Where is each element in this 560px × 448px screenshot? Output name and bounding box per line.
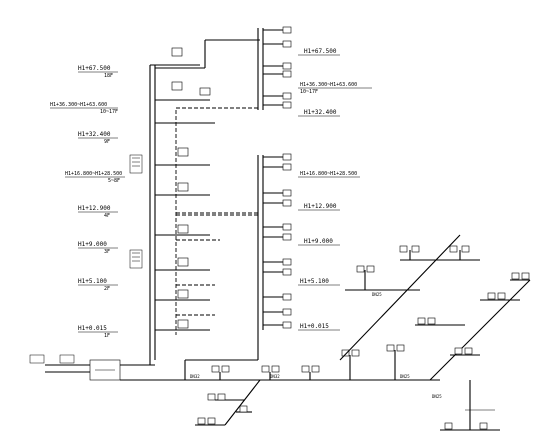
pipe-size-label: DN32 — [190, 374, 200, 379]
diagonal-main-2 — [429, 279, 531, 381]
floor-label: 10~17F — [100, 109, 118, 115]
pipe-size-label: DN25 — [372, 292, 382, 297]
level-label: H1+5.100 — [78, 278, 107, 285]
upper-outlets — [263, 26, 292, 109]
level-label: H1+16.800~H1+28.500 — [65, 171, 122, 177]
level-label-right: H1+67.500 — [304, 48, 337, 55]
inlet-tag — [29, 354, 45, 364]
equipment-box — [177, 182, 189, 192]
left-legend-hatches — [129, 154, 143, 269]
bottom-main: DN32 DN32 DN25 — [29, 330, 440, 426]
floor-label: 9F — [104, 139, 110, 145]
floor-label: 1F — [104, 333, 110, 339]
diagonal-main — [339, 234, 461, 361]
level-label: H1+9.000 — [78, 241, 107, 248]
level-label: H1+67.500 — [78, 65, 111, 72]
pipe-size-label: DN25 — [400, 374, 410, 379]
equipment-box — [177, 257, 189, 267]
equipment-box — [171, 47, 183, 57]
level-label-right: H1+0.015 — [300, 323, 329, 330]
bottom-units — [211, 344, 405, 380]
equipment-box — [177, 224, 189, 234]
level-label-right: H1+36.300~H1+63.600 — [300, 82, 357, 88]
diagonal-branch-low — [195, 379, 261, 426]
level-label: H1+32.400 — [78, 131, 111, 138]
pipe-size-label: DN25 — [432, 394, 442, 399]
equipment-box — [171, 81, 183, 91]
level-label-right: H1+5.100 — [300, 278, 329, 285]
equipment-box — [199, 87, 211, 96]
left-riser-group — [129, 39, 260, 360]
level-label: H1+12.900 — [78, 205, 111, 212]
level-label-right: H1+32.400 — [304, 109, 337, 116]
floor-label: 2F — [104, 286, 110, 292]
level-label-right: H1+12.900 — [304, 203, 337, 210]
level-label-right: H1+16.800~H1+28.500 — [300, 171, 357, 177]
level-label: H1+36.300~H1+63.600 — [50, 102, 107, 108]
floor-branches — [155, 39, 260, 331]
right-riser-group: H1+67.500 H1+36.300~H1+63.600 10~17F H1+… — [257, 26, 372, 331]
level-label-right: H1+9.000 — [304, 238, 333, 245]
crossover-pipes — [176, 107, 258, 214]
floor-label: 5~8F — [108, 178, 120, 184]
diagonal-branch-right: DN25 DN25 — [339, 234, 531, 431]
equipment-box — [177, 147, 189, 157]
floor-label: 4F — [104, 213, 110, 219]
branch-equipment — [171, 47, 211, 329]
pipe-size-label: DN32 — [270, 374, 280, 379]
floor-label-right: 10~17F — [300, 89, 318, 95]
floor-label: 3F — [104, 249, 110, 255]
equipment-box — [177, 289, 189, 299]
equipment-box — [177, 319, 189, 329]
level-label: H1+0.015 — [78, 325, 107, 332]
floor-label: 18F — [104, 73, 113, 79]
level-labels: H1+67.500 18F H1+36.300~H1+63.600 10~17F… — [50, 65, 125, 339]
lower-outlets — [263, 153, 292, 329]
inlet-tag — [59, 354, 75, 364]
